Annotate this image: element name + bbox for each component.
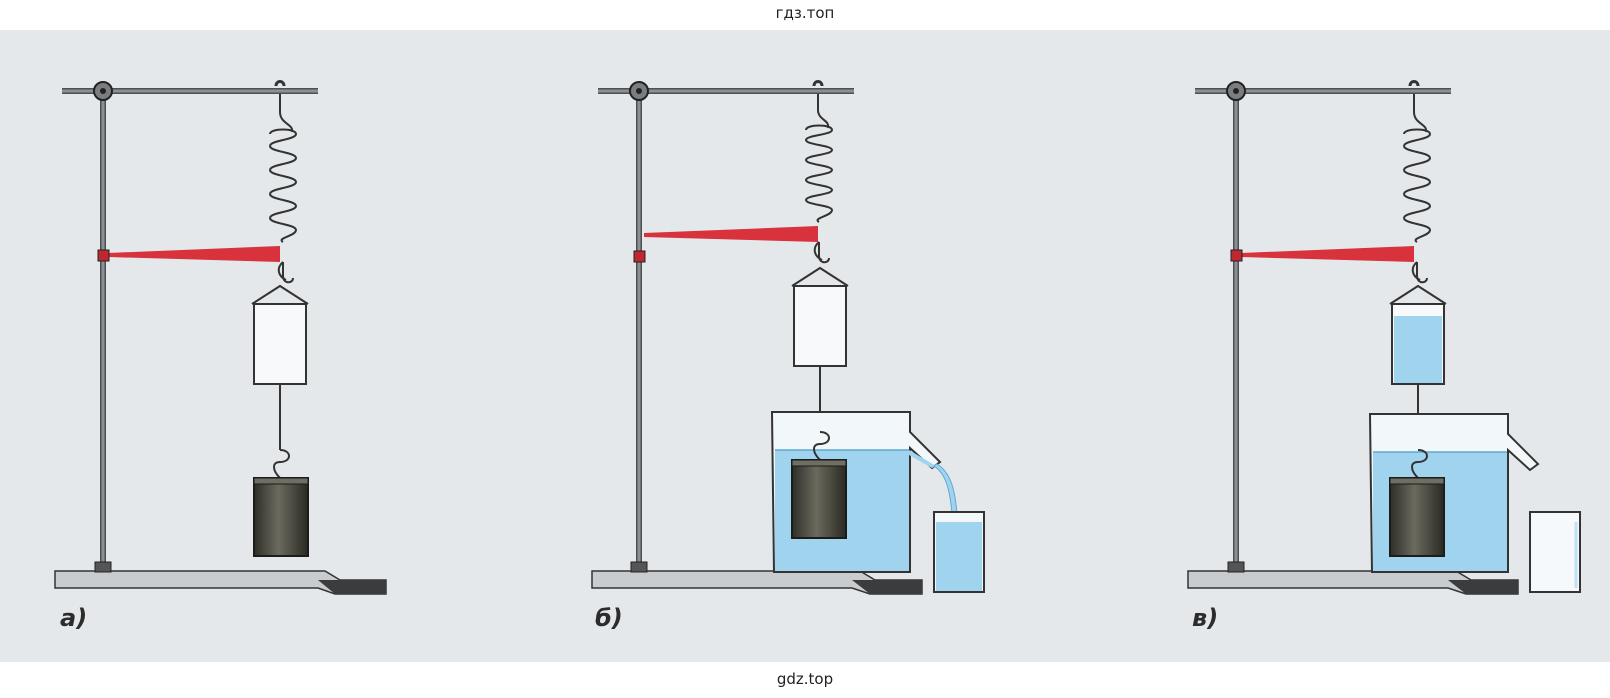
rod-foot <box>1227 561 1245 573</box>
stand-rod <box>100 86 106 572</box>
stand-base-dark <box>852 580 922 594</box>
spring-top-hook <box>279 94 294 133</box>
stand-base-dark <box>318 580 386 594</box>
pouring-water-stream <box>933 463 958 515</box>
panel-c <box>1187 80 1581 595</box>
bucket-handle <box>791 266 849 287</box>
pointer-mark <box>97 249 110 262</box>
panel-label-a: а) <box>60 604 88 632</box>
scale-pointer <box>108 246 280 262</box>
spring-bottom-hook <box>813 241 830 264</box>
spring-bottom-hook <box>277 261 294 284</box>
spring-top-hook <box>817 94 830 129</box>
spring <box>268 128 298 243</box>
bucket-water <box>1394 316 1442 383</box>
spring-bottom-hook <box>1411 261 1428 284</box>
spring <box>1402 128 1432 243</box>
cylinder-water <box>936 522 982 591</box>
stand-base-dark <box>1448 580 1518 594</box>
metal-weight <box>1389 477 1445 557</box>
metal-weight <box>253 477 309 557</box>
weight-hook <box>1411 449 1428 479</box>
stand-rod <box>1233 86 1239 572</box>
spout-water <box>909 450 936 468</box>
watermark-top: гдз.топ <box>775 4 835 22</box>
bucket-handle <box>1389 284 1447 305</box>
panel-label-c: в) <box>1192 604 1219 632</box>
weight-hook <box>813 431 830 461</box>
rod-foot <box>94 561 112 573</box>
stand-arm <box>598 88 854 94</box>
panel-b <box>591 80 985 595</box>
bucket-handle <box>251 284 309 305</box>
stand-arm <box>62 88 318 94</box>
watermark-bottom: gdz.top <box>776 670 834 688</box>
pointer-mark <box>633 250 646 263</box>
bucket <box>253 303 307 385</box>
receiving-cylinder <box>1529 511 1581 593</box>
panel-label-b: б) <box>595 604 623 632</box>
panel-a <box>54 80 387 595</box>
spring <box>804 124 834 223</box>
bucket <box>793 285 847 367</box>
stand-arm <box>1195 88 1451 94</box>
rod-foot <box>630 561 648 573</box>
stand-rod <box>636 86 642 572</box>
pointer-mark <box>1230 249 1243 262</box>
weight-hook <box>273 449 290 479</box>
spring-top-hook <box>1413 94 1428 133</box>
metal-weight <box>791 459 847 539</box>
scale-pointer <box>1241 246 1414 262</box>
scale-pointer <box>644 226 818 242</box>
